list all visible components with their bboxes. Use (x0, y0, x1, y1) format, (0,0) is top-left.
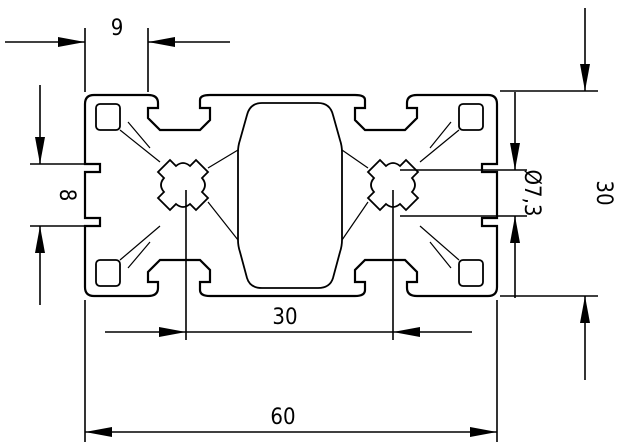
overall-height-label: 30 (591, 180, 616, 205)
dimension-overall-width: 60 (84, 300, 498, 442)
slot-width-label: 9 (111, 16, 124, 41)
dimension-bore-diameter: Ø7,3 (400, 92, 544, 298)
right-webs (341, 121, 460, 269)
overall-width-label: 60 (270, 405, 295, 430)
center-chamber (237, 102, 343, 289)
left-core-bore (156, 158, 210, 212)
slot-opening-label: 8 (54, 189, 79, 202)
dimension-bore-spacing: 30 (105, 190, 472, 340)
arrowhead (159, 327, 186, 337)
bore-spacing-label: 30 (272, 305, 297, 330)
aluminum-profile (83, 93, 499, 298)
arrowhead (58, 37, 85, 47)
corner-hollow-top-left (95, 103, 121, 131)
arrowhead (148, 37, 175, 47)
dimension-slot-width: 9 (5, 16, 230, 92)
left-webs (119, 121, 239, 269)
arrowhead (580, 296, 590, 323)
dimension-overall-height: 30 (500, 8, 616, 380)
corner-hollow-bottom-left (95, 259, 121, 287)
arrowhead (510, 143, 520, 170)
arrowhead (35, 226, 45, 253)
arrowhead (85, 427, 112, 437)
bore-diameter-label: Ø7,3 (519, 169, 544, 216)
arrowhead (35, 137, 45, 164)
arrowhead (580, 64, 590, 91)
arrowhead (393, 327, 420, 337)
dimension-slot-opening: 8 (30, 85, 98, 305)
corner-hollow-bottom-right (458, 259, 484, 287)
right-core-bore (366, 158, 420, 212)
arrowhead (510, 216, 520, 243)
arrowhead (470, 427, 497, 437)
corner-hollow-top-right (458, 103, 484, 131)
